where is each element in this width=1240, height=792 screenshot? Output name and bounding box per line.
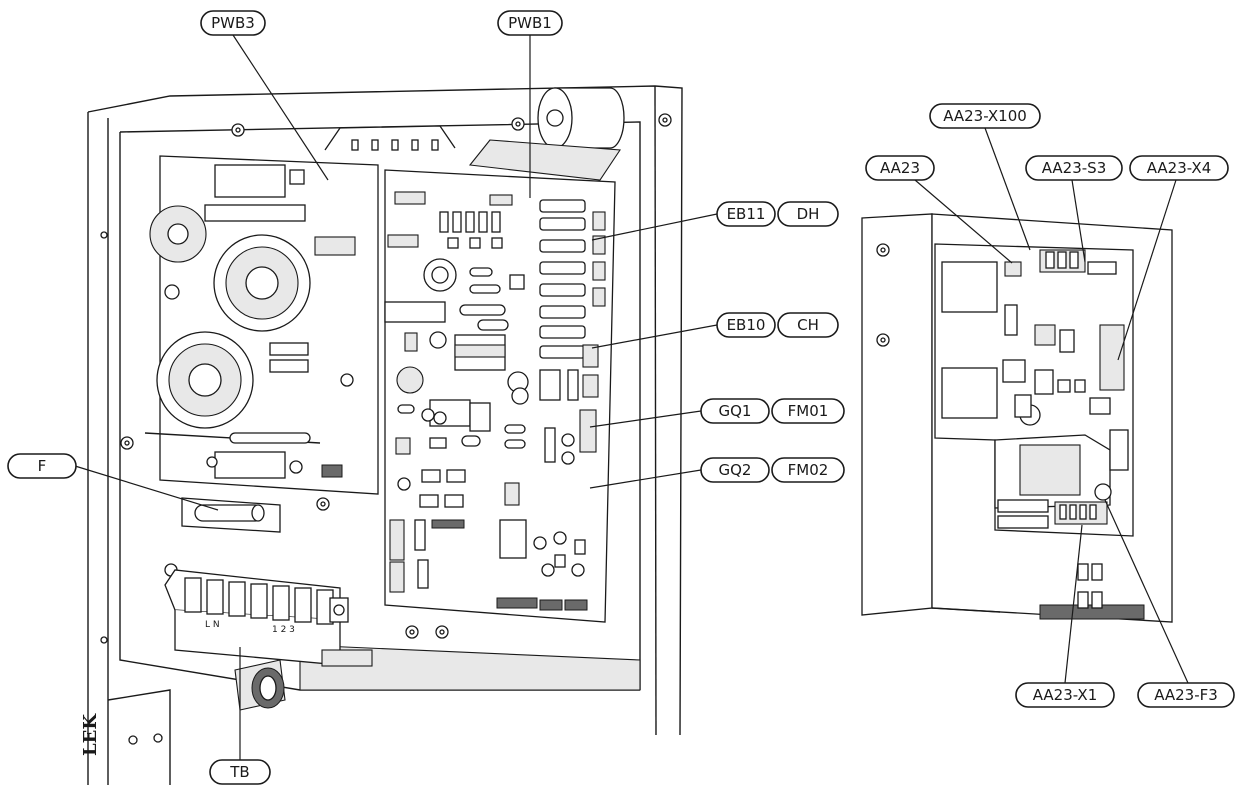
callout-aa23-f3-text: AA23-F3 bbox=[1154, 686, 1218, 704]
callout-f-text: F bbox=[38, 457, 47, 475]
callout-aa23-x4: AA23-X4 bbox=[1129, 155, 1229, 181]
callout-aa23-f3: AA23-F3 bbox=[1137, 682, 1235, 708]
fuse-holder bbox=[164, 497, 281, 577]
callout-aa23-text: AA23 bbox=[880, 159, 920, 177]
pwb1-board bbox=[384, 169, 616, 623]
top-bracket bbox=[324, 125, 456, 151]
callout-fm02: FM02 bbox=[771, 457, 845, 483]
callout-fm02-text: FM02 bbox=[788, 461, 829, 479]
toroid-coil-top bbox=[213, 234, 311, 332]
callout-aa23-s3: AA23-S3 bbox=[1025, 155, 1123, 181]
callout-tb: TB bbox=[209, 759, 271, 785]
callout-eb10: EB10 bbox=[716, 312, 776, 338]
callout-aa23-x1: AA23-X1 bbox=[1015, 682, 1115, 708]
callout-gq1: GQ1 bbox=[700, 398, 770, 424]
toroid-coil-small bbox=[149, 205, 207, 263]
callout-eb11: EB11 bbox=[716, 201, 776, 227]
callout-ch-text: CH bbox=[797, 316, 819, 334]
callout-eb11-text: EB11 bbox=[727, 205, 766, 223]
callout-f: F bbox=[7, 453, 77, 479]
callout-gq1-text: GQ1 bbox=[719, 402, 752, 420]
callout-ch: CH bbox=[777, 312, 839, 338]
callout-aa23-x100: AA23-X100 bbox=[929, 103, 1041, 129]
callout-pwb3: PWB3 bbox=[200, 10, 266, 36]
main-cabinet: LEK bbox=[80, 85, 683, 785]
callout-aa23-s3-text: AA23-S3 bbox=[1042, 159, 1107, 177]
callout-aa23-x1-text: AA23-X1 bbox=[1033, 686, 1098, 704]
capacitor bbox=[468, 87, 625, 181]
callout-tb-text: TB bbox=[229, 763, 249, 781]
side-logo-text: LEK bbox=[80, 713, 101, 756]
callout-fm01: FM01 bbox=[771, 398, 845, 424]
leader-lines bbox=[74, 34, 1189, 760]
terminal-block: L N 1 2 3 bbox=[164, 569, 373, 711]
terminal-letters-text: L N bbox=[205, 620, 220, 630]
callout-aa23: AA23 bbox=[865, 155, 935, 181]
callout-gq2-text: GQ2 bbox=[719, 461, 752, 479]
toroid-coil-bottom bbox=[156, 331, 254, 429]
callout-dh: DH bbox=[777, 201, 839, 227]
callout-aa23-x100-text: AA23-X100 bbox=[943, 107, 1027, 125]
pwb3-board bbox=[144, 155, 379, 495]
callout-gq2: GQ2 bbox=[700, 457, 770, 483]
callout-eb10-text: EB10 bbox=[727, 316, 766, 334]
callout-fm01-text: FM01 bbox=[788, 402, 829, 420]
callout-aa23-x4-text: AA23-X4 bbox=[1147, 159, 1212, 177]
callout-pwb3-text: PWB3 bbox=[211, 14, 255, 32]
aa23-board bbox=[934, 243, 1134, 609]
callout-dh-text: DH bbox=[797, 205, 820, 223]
terminal-numbers-text: 1 2 3 bbox=[272, 625, 295, 635]
callout-pwb1: PWB1 bbox=[497, 10, 563, 36]
callout-pwb1-text: PWB1 bbox=[508, 14, 552, 32]
